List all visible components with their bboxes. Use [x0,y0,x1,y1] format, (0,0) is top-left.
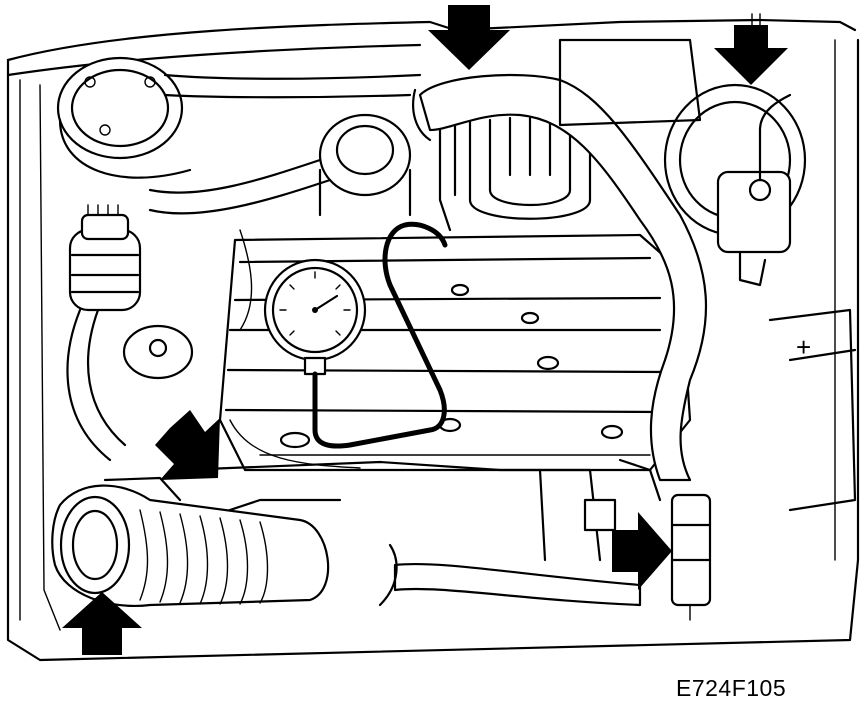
upper-pipes [148,38,702,331]
center-cap [318,113,412,217]
arrow-bottom-left [62,592,142,655]
brake-booster [663,83,807,287]
electrical-connector [670,493,712,621]
bottom-hose [378,543,642,607]
ignition-cables [438,116,592,232]
arrow-left-middle [155,410,220,480]
expansion-tank-cap [66,204,142,462]
oil-filler-cap [122,324,194,380]
intake-hose [412,73,708,482]
lower-engine [178,419,662,562]
battery: + [768,308,857,512]
battery-plus-label: + [796,332,811,362]
air-intake-bellows [51,476,330,607]
body-outline [6,13,860,662]
pressure-gauge [263,221,448,449]
arrow-top-right [714,25,788,85]
figure-id-label: E724F105 [676,675,787,701]
arrow-top-center [428,5,510,70]
arrow-right-connector [612,512,672,590]
strut-tower [56,56,192,179]
